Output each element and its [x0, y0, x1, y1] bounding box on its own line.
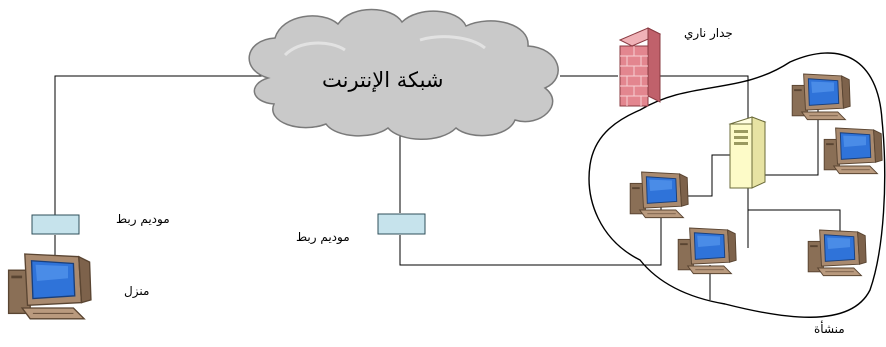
- firewall-label: جدار ناري: [684, 26, 733, 40]
- org-computer-icon-5: [807, 229, 867, 277]
- modem-icon-home: [31, 214, 80, 235]
- internet-label: شبكة الإنترنت: [322, 68, 444, 92]
- organization-boundary: [588, 52, 886, 318]
- home-computer-icon: [7, 253, 92, 320]
- link-modem-org: [399, 206, 662, 266]
- home-label: منزل: [124, 284, 150, 298]
- link-firewall-server: [658, 75, 749, 120]
- org-computer-icon-3: [791, 73, 851, 121]
- cloud-icon: [248, 8, 559, 140]
- link-server-pc4: [747, 188, 841, 232]
- organization-label: منشأة: [814, 322, 845, 336]
- link-server-pc1: [685, 154, 730, 197]
- org-computer-icon-4: [823, 127, 883, 175]
- org-computer-icon-1: [629, 171, 689, 219]
- modem-org-label: موديم ربط: [296, 230, 350, 244]
- brick-wall-icon: [618, 27, 662, 107]
- link-home-internet: [54, 75, 268, 215]
- modem-icon-org: [377, 213, 426, 235]
- org-computer-icon-2: [677, 227, 737, 275]
- modem-home-label: موديم ربط: [116, 212, 170, 226]
- server-tower-icon: [728, 116, 767, 189]
